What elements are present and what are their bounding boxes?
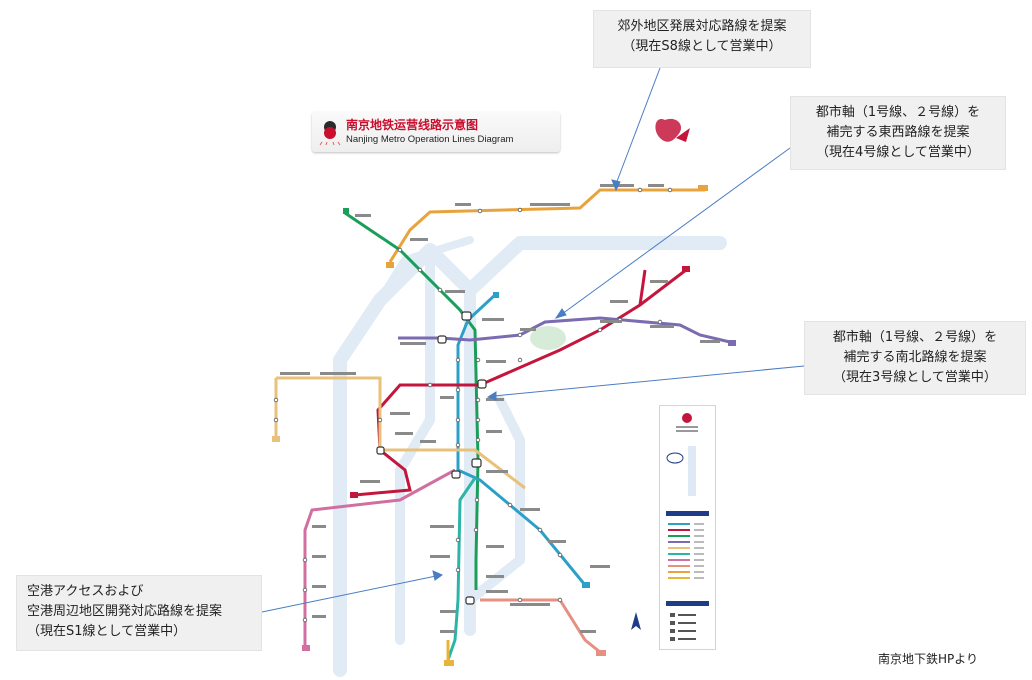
callout-text: 空港アクセスおよび [27, 584, 144, 599]
park-area [530, 326, 566, 350]
callout-line4: 都市軸（1号線、２号線）を 補完する東西路線を提案 （現在4号線として営業中） [790, 96, 1006, 170]
line-s8 [388, 188, 705, 263]
callout-text: 補完する東西路線を提案 [826, 125, 970, 140]
callout-text: 都市軸（1号線、２号線）を [815, 105, 981, 120]
callout-text: （現在3号線として営業中） [833, 370, 997, 385]
compass-icon [631, 612, 641, 630]
callout-s1-line: 空港アクセスおよび 空港周辺地区開発対応路線を提案 （現在S1線として営業中） [16, 575, 262, 651]
legend-panel-art [660, 406, 715, 649]
map-title-chinese: 南京地铁运营线路示意图 [346, 118, 479, 132]
callout-text: 都市軸（1号線、２号線）を [832, 330, 998, 345]
map-title-box: 南京地铁运营线路示意图 Nanjing Metro Operation Line… [312, 112, 560, 152]
city-logo-icon [655, 118, 690, 142]
line-4 [398, 316, 731, 344]
station-dots [273, 187, 673, 623]
terminal-tags [272, 185, 736, 666]
callout-arrows [261, 67, 805, 613]
callout-text: 空港周辺地区開発対応路線を提案 [27, 604, 223, 619]
line-s1 [446, 477, 477, 661]
source-credit: 南京地下鉄HPより [878, 652, 979, 666]
callout-text: （現在S1線として営業中） [27, 624, 187, 639]
line-s7 [480, 598, 601, 654]
river-background [333, 236, 727, 677]
callout-text: 補完する南北路線を提案 [843, 350, 987, 365]
callout-text: （現在S8線として営業中） [622, 39, 782, 54]
legend-panel [659, 405, 716, 650]
map-title-english: Nanjing Metro Operation Lines Diagram [346, 134, 514, 145]
callout-line3: 都市軸（1号線、２号線）を 補完する南北路線を提案 （現在3号線として営業中） [804, 321, 1026, 395]
line-s3 [303, 468, 456, 650]
callout-s8-line: 郊外地区発展対応路線を提案 （現在S8線として営業中） [593, 10, 811, 68]
callout-text: 郊外地区発展対応路線を提案 [617, 19, 787, 34]
callout-text: （現在4号線として営業中） [816, 145, 980, 160]
line-2-east [638, 269, 647, 306]
interchange-stations [376, 311, 487, 605]
nanjing-metro-logo-icon [319, 121, 341, 146]
